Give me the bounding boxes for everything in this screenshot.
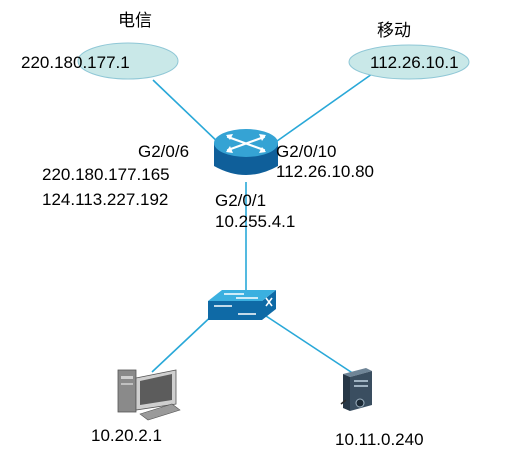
lan-port-ip: 10.255.4.1 <box>215 212 296 231</box>
switch-icon <box>208 290 276 320</box>
pc-icon <box>117 369 181 421</box>
telecom-port-ip-2: 124.113.227.192 <box>42 190 169 209</box>
telecom-port-ip-1: 220.180.177.165 <box>42 165 170 184</box>
server-ip-label: 10.11.0.240 <box>335 430 424 449</box>
telecom-port-name: G2/0/6 <box>138 142 190 161</box>
mobile-gateway-ip: 112.26.10.1 <box>370 53 459 72</box>
telecom-gateway-ip: 220.180.177.1 <box>21 53 130 72</box>
router-icon <box>214 129 278 175</box>
link-switch-pc <box>151 309 219 373</box>
link-switch-server <box>262 313 355 375</box>
mobile-port-ip: 112.26.10.80 <box>276 162 374 181</box>
links <box>151 73 373 375</box>
server-icon <box>340 368 372 411</box>
link-mobile-router <box>269 73 373 147</box>
pc-ip-label: 10.20.2.1 <box>91 426 162 445</box>
lan-port-name: G2/0/1 <box>215 191 267 210</box>
telecom-cloud-icon <box>77 42 179 80</box>
mobile-port-name: G2/0/10 <box>276 142 337 161</box>
mobile-cloud-icon <box>348 44 470 80</box>
mobile-isp-label: 移动 <box>377 21 411 41</box>
link-telecom-router <box>152 79 223 147</box>
telecom-isp-label: 电信 <box>118 11 152 31</box>
